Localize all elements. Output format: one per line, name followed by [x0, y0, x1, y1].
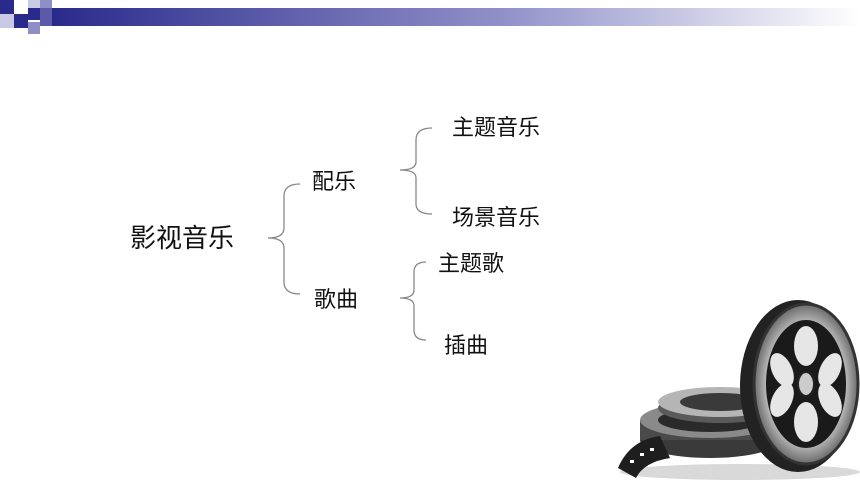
branch-bracket-peiyue — [399, 127, 433, 215]
root-bracket — [267, 183, 301, 295]
film-reel-image — [618, 300, 860, 480]
branch-node-peiyue: 配乐 — [312, 170, 357, 195]
leaf-node: 主题歌 — [438, 252, 505, 277]
header-square — [0, 0, 14, 14]
branch-node-gequ: 歌曲 — [314, 288, 359, 313]
header-square — [14, 14, 28, 28]
header-square — [14, 0, 28, 14]
root-node: 影视音乐 — [130, 224, 235, 254]
header-square — [40, 0, 52, 8]
leaf-node: 插曲 — [444, 334, 489, 359]
film-strip — [618, 436, 670, 478]
branch-bracket-gequ — [399, 261, 427, 341]
header-square — [28, 22, 40, 34]
header-square — [40, 8, 52, 26]
header-square — [28, 8, 40, 20]
leaf-node: 主题音乐 — [452, 116, 541, 141]
leaf-node: 场景音乐 — [452, 206, 541, 231]
header-square — [0, 14, 14, 28]
header-gradient-band — [52, 8, 860, 26]
header-decoration — [0, 0, 860, 34]
